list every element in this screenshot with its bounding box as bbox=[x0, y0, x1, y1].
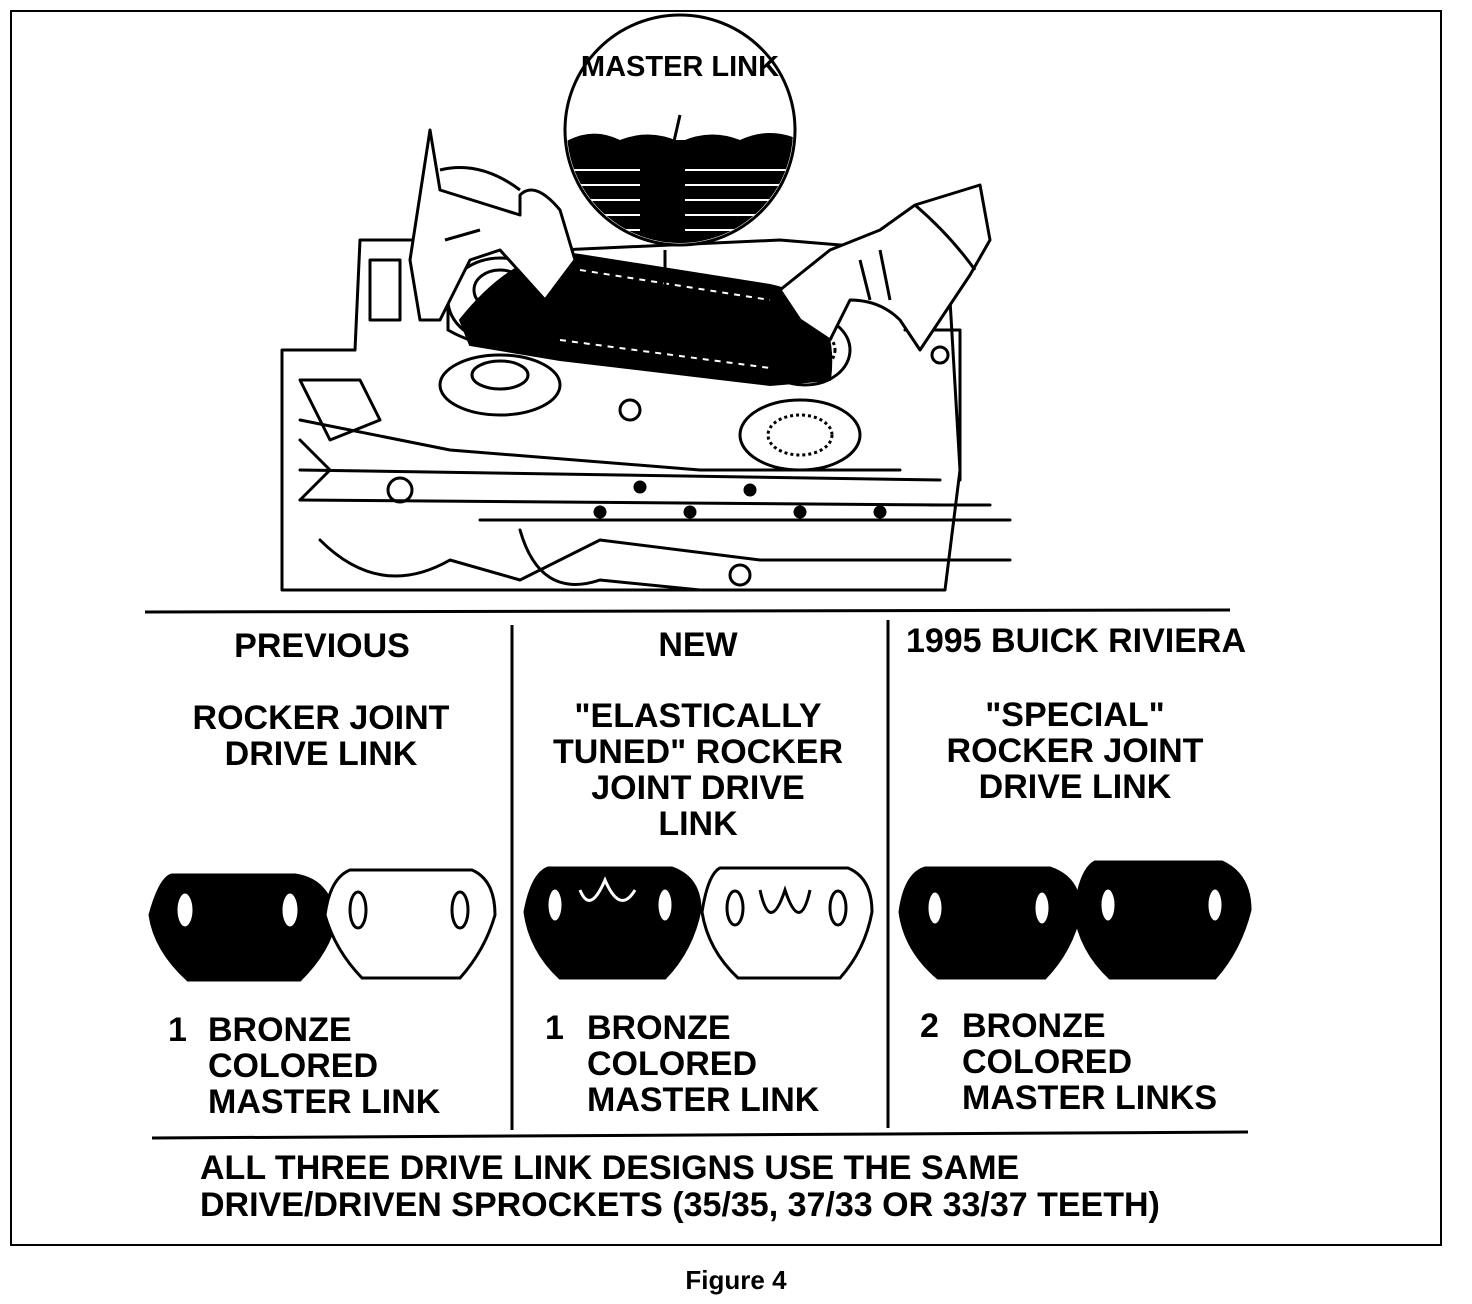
footer-note: ALL THREE DRIVE LINK DESIGNS USE THE SAM… bbox=[200, 1150, 1160, 1224]
drive-chain bbox=[458, 252, 833, 387]
table-bottom-rule bbox=[151, 1130, 1249, 1140]
count-text-new-3: MASTER LINK bbox=[587, 1081, 820, 1119]
count-number-riviera: 2 bbox=[920, 1007, 939, 1045]
right-hand bbox=[778, 183, 992, 352]
count-text-riviera-1: BRONZE bbox=[962, 1007, 1106, 1045]
description-new: "ELASTICALLY TUNED" ROCKER JOINT DRIVE L… bbox=[552, 697, 843, 843]
count-text-new-2: COLORED bbox=[587, 1045, 757, 1083]
footer-note-line-1: ALL THREE DRIVE LINK DESIGNS USE THE SAM… bbox=[200, 1149, 1020, 1187]
footer-note-line-2: DRIVE/DRIVEN SPROCKETS (35/35, 37/33 OR … bbox=[200, 1186, 1160, 1224]
figure-frame bbox=[10, 10, 1442, 1246]
column-heading-previous: PREVIOUS bbox=[234, 627, 410, 665]
figure-caption: Figure 4 bbox=[685, 1265, 787, 1295]
count-text-riviera-2: COLORED bbox=[962, 1043, 1132, 1081]
master-link-inset bbox=[563, 13, 797, 285]
count-text-new-1: BRONZE bbox=[587, 1009, 731, 1047]
count-text-previous-3: MASTER LINK bbox=[208, 1083, 441, 1121]
table-top-rule bbox=[144, 608, 1231, 614]
count-number-previous: 1 bbox=[168, 1011, 187, 1049]
description-riviera: "SPECIAL" ROCKER JOINT DRIVE LINK bbox=[946, 696, 1204, 806]
column-heading-riviera: 1995 BUICK RIVIERA bbox=[905, 622, 1247, 660]
master-link-callout: MASTER LINK bbox=[580, 51, 780, 83]
count-text-previous-1: BRONZE bbox=[208, 1011, 352, 1049]
count-number-new: 1 bbox=[545, 1009, 564, 1047]
count-text-riviera-3: MASTER LINKS bbox=[962, 1079, 1217, 1117]
link-diagram-riviera bbox=[898, 860, 1252, 980]
link-diagram-new bbox=[523, 866, 874, 980]
column-heading-new: NEW bbox=[658, 626, 738, 664]
left-hand bbox=[408, 128, 577, 322]
description-previous: ROCKER JOINT DRIVE LINK bbox=[192, 699, 450, 773]
link-diagram-previous bbox=[148, 868, 497, 982]
count-text-previous-2: COLORED bbox=[208, 1047, 378, 1085]
